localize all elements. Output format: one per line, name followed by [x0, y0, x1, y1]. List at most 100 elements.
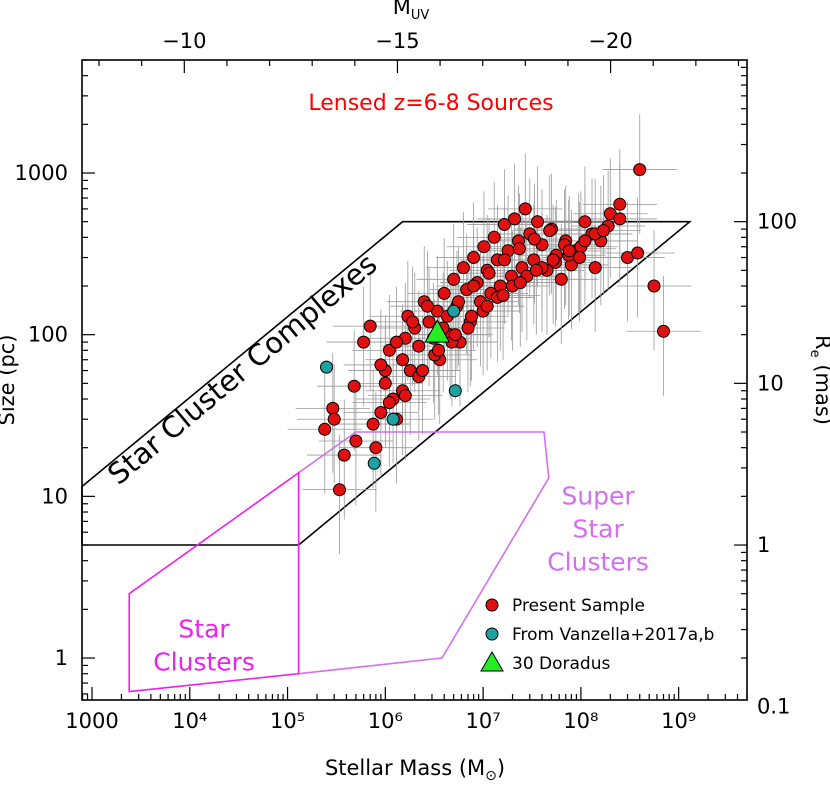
top-axis-label-sub: UV [411, 8, 430, 23]
y-tick-label: 10 [41, 484, 68, 508]
point-present-sample [497, 218, 511, 231]
x-tick-label: 10⁶ [368, 709, 403, 733]
point-present-sample [613, 197, 627, 211]
point-present-sample [465, 309, 478, 323]
legend-label: 30 Doradus [512, 654, 610, 674]
chart-title: Lensed z=6-8 Sources [308, 91, 553, 116]
point-present-sample [508, 212, 522, 226]
point-present-sample [631, 246, 645, 260]
right-axis-label: Re (mas) [807, 335, 830, 425]
legend-label: Present Sample [512, 596, 645, 616]
regions-layer [81, 220, 693, 693]
x-tick-label: 10⁵ [270, 709, 305, 733]
right-axis-label-unit: (mas) [811, 358, 830, 425]
point-present-sample [416, 364, 429, 377]
point-present-sample [480, 299, 494, 313]
point-vanzella [447, 304, 461, 318]
point-present-sample [518, 202, 532, 216]
y-tick-label: 1000 [15, 161, 68, 185]
legend-marker-30-doradus [480, 651, 504, 672]
point-present-sample [633, 163, 647, 177]
point-present-sample [327, 412, 341, 426]
point-present-sample [467, 279, 481, 293]
point-present-sample [432, 343, 445, 357]
y-axis-label: Size (pc) [0, 334, 19, 425]
top-axis-label: MUV [393, 0, 430, 23]
right-tick-label: 1 [757, 533, 770, 557]
point-present-sample [512, 242, 526, 256]
point-present-sample [613, 212, 627, 226]
region-star-clusters [128, 471, 300, 693]
point-present-sample [382, 343, 396, 357]
point-present-sample [406, 315, 420, 329]
x-tick-label: 10⁴ [172, 709, 207, 733]
point-30-doradus [424, 319, 451, 343]
point-present-sample [496, 288, 510, 302]
point-present-sample [461, 321, 475, 335]
x-tick-label: 10⁷ [466, 709, 501, 733]
point-present-sample [596, 224, 610, 238]
point-present-sample [467, 251, 481, 264]
point-present-sample [482, 266, 496, 280]
region-label-super-star-clusters-line: Star [572, 514, 624, 543]
point-present-sample [374, 406, 388, 419]
point-present-sample [647, 279, 661, 293]
point-present-sample [337, 448, 351, 462]
point-present-sample [374, 358, 388, 372]
point-present-sample [318, 422, 332, 436]
point-present-sample [588, 261, 602, 275]
point-vanzella [367, 456, 381, 470]
point-present-sample [378, 376, 392, 390]
y-tick-label: 1 [55, 646, 68, 670]
region-label-star-clusters-line: Clusters [153, 648, 255, 677]
x-axis-label-sub: ⊙ [485, 768, 497, 784]
point-present-sample [513, 276, 527, 290]
point-vanzella [320, 360, 333, 374]
top-tick-label: −10 [162, 29, 206, 53]
marker-layer [318, 163, 670, 497]
point-present-sample [448, 328, 462, 342]
x-axis-label: Stellar Mass (M⊙) [325, 756, 505, 784]
point-present-sample [326, 401, 340, 415]
point-present-sample [578, 234, 592, 248]
right-axis-label-main: R [811, 335, 830, 350]
errorbar-layer [287, 114, 701, 554]
point-present-sample [422, 315, 436, 329]
top-axis-label-main: M [393, 0, 411, 19]
legend-marker [485, 598, 499, 612]
right-tick-label: 100 [757, 210, 797, 234]
point-present-sample [390, 335, 403, 349]
point-present-sample [497, 253, 511, 267]
point-present-sample [363, 319, 377, 333]
point-present-sample [447, 272, 461, 286]
point-present-sample [421, 299, 434, 313]
point-present-sample [369, 441, 383, 455]
x-tick-label: 10⁸ [563, 709, 598, 733]
region-label-super-star-clusters-line: Clusters [547, 547, 649, 576]
point-present-sample [398, 389, 412, 403]
point-vanzella [386, 412, 400, 426]
top-tick-label: −20 [588, 29, 632, 53]
right-axis-label-sub: e [807, 350, 822, 358]
point-present-sample [457, 261, 470, 275]
point-present-sample [573, 251, 587, 264]
legend-label: From Vanzella+2017a,b [512, 625, 714, 645]
point-present-sample [562, 244, 576, 258]
top-tick-label: −15 [375, 29, 419, 53]
point-present-sample [527, 232, 541, 246]
point-present-sample [333, 483, 346, 497]
y-tick-label: 100 [28, 323, 68, 347]
point-present-sample [382, 396, 396, 410]
point-present-sample [543, 224, 557, 238]
point-present-sample [437, 286, 451, 300]
x-axis-label-close: ) [497, 756, 505, 780]
x-tick-label: 10⁹ [661, 709, 696, 733]
point-present-sample [554, 272, 568, 286]
point-present-sample [531, 215, 544, 229]
right-tick-label: 0.1 [757, 695, 790, 719]
legend-marker [485, 627, 499, 641]
point-present-sample [366, 417, 380, 431]
